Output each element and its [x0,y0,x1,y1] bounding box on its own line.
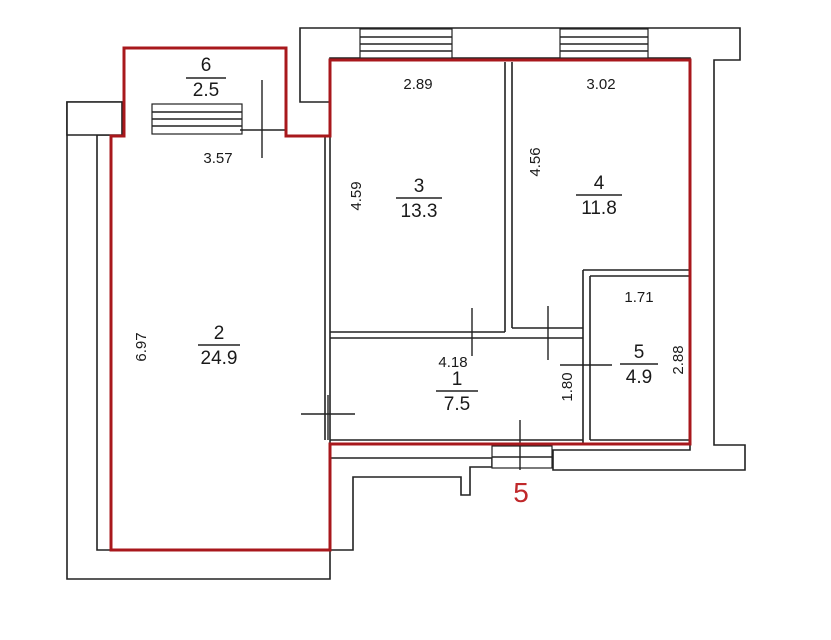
room-2-area: 24.9 [201,348,238,369]
room-5-area: 4.9 [626,367,652,388]
room-3-area: 13.3 [401,201,438,222]
dim-1-80: 1.80 [559,372,576,401]
room-6-area: 2.5 [193,80,219,101]
dim-3-02: 3.02 [586,76,615,93]
dim-2-89: 2.89 [403,76,432,93]
dim-1-71: 1.71 [624,289,653,306]
dim-3-57: 3.57 [203,150,232,167]
floor-mark: 5 [513,477,529,508]
room-1-area: 7.5 [444,394,470,415]
window-room2 [151,103,243,135]
dim-4-56: 4.56 [527,147,544,176]
room-4-number: 4 [594,173,605,194]
outer-wall-left-top [66,101,123,136]
room-3-number: 3 [414,176,425,197]
outer-wall-right [299,27,746,471]
entrance-door [491,445,553,469]
door-ticks [240,80,612,470]
room-5-number: 5 [634,342,645,363]
room-6-number: 6 [201,55,212,76]
dim-4-59: 4.59 [348,181,365,210]
apartment-outline [109,46,692,552]
room-1-number: 1 [452,369,463,390]
window-room4 [559,28,649,59]
room-2-number: 2 [214,323,225,344]
dim-6-97: 6.97 [133,332,150,361]
dim-4-18: 4.18 [438,354,467,371]
outer-wall-left [66,101,493,580]
window-room3 [359,28,453,59]
room-4-area: 11.8 [581,198,617,219]
dim-2-88: 2.88 [670,345,687,374]
